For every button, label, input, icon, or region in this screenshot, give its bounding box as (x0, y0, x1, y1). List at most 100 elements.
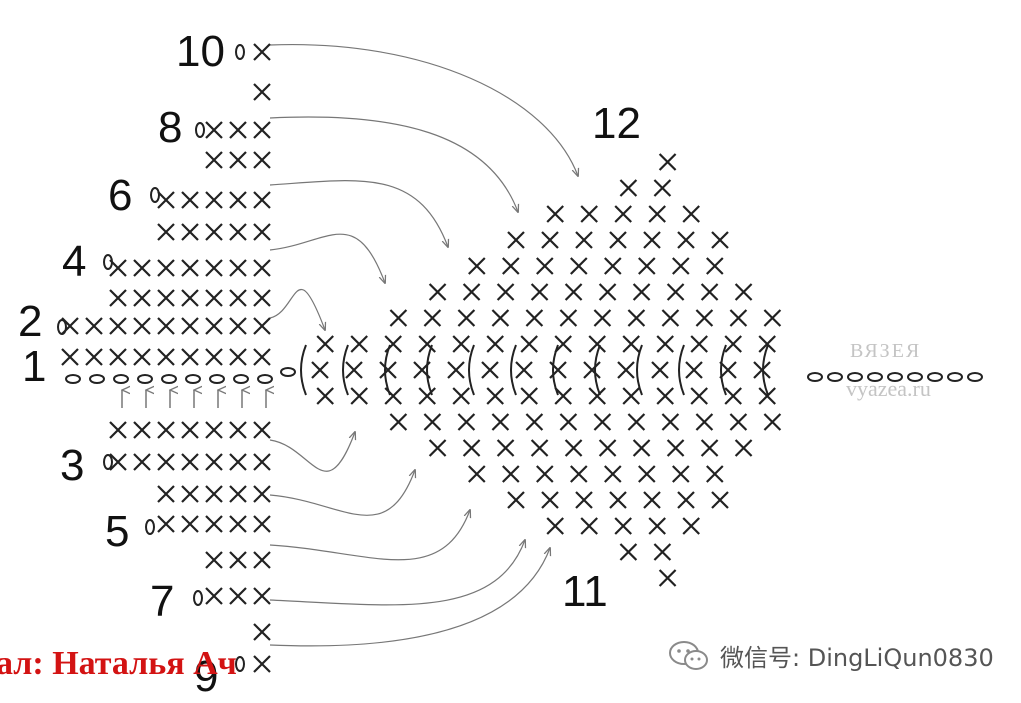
connection-arrow (269, 510, 470, 561)
single-crochet-symbol (507, 491, 525, 509)
single-crochet-symbol (763, 309, 782, 327)
row-number-3: 3 (60, 441, 85, 490)
single-crochet-symbol (690, 387, 708, 405)
single-crochet-symbol (181, 453, 199, 471)
single-crochet-symbol (311, 361, 329, 379)
single-crochet-symbol (541, 491, 559, 509)
single-crochet-symbol (133, 289, 151, 307)
wechat-badge: 微信号: DingLiQun0830 (668, 638, 994, 673)
single-crochet-symbol (157, 223, 175, 241)
single-crochet-symbol (520, 387, 538, 405)
single-crochet-symbol (181, 223, 199, 241)
single-crochet-symbol (462, 439, 481, 457)
single-crochet-symbol (157, 289, 175, 307)
single-crochet-symbol (502, 465, 520, 483)
single-crochet-symbol (181, 259, 199, 277)
single-crochet-symbol (622, 387, 640, 405)
bracket-symbol (678, 344, 685, 396)
single-crochet-symbol (525, 413, 544, 431)
connection-arrow (269, 470, 415, 516)
single-crochet-symbol (627, 413, 646, 431)
single-crochet-symbol (653, 543, 672, 561)
single-crochet-symbol (468, 257, 486, 275)
bracket-symbol (384, 344, 391, 396)
single-crochet-symbol (564, 283, 583, 301)
single-crochet-symbol (253, 421, 271, 439)
row-number-9: 9 (194, 652, 219, 701)
single-crochet-symbol (157, 191, 175, 209)
single-crochet-symbol (423, 309, 442, 327)
single-crochet-symbol (205, 191, 223, 209)
single-crochet-symbol (457, 309, 476, 327)
single-crochet-symbol (253, 223, 271, 241)
single-crochet-symbol (724, 335, 742, 353)
single-crochet-symbol (157, 348, 175, 366)
single-crochet-symbol (157, 421, 175, 439)
single-crochet-symbol (253, 485, 271, 503)
row-number-5: 5 (105, 507, 130, 556)
single-crochet-symbol (661, 413, 680, 431)
single-crochet-symbol (229, 551, 247, 569)
bracket-symbol (636, 344, 643, 396)
single-crochet-symbol (253, 151, 271, 169)
single-crochet-symbol (711, 491, 729, 509)
turning-chain-symbol (195, 122, 205, 138)
single-crochet-symbol (593, 413, 612, 431)
single-crochet-symbol (617, 361, 635, 379)
watermark-site-name: ВЯЗЕЯ (850, 340, 922, 362)
chain-stitch-symbol (65, 374, 81, 384)
row-number-2: 2 (18, 297, 43, 346)
single-crochet-symbol (205, 551, 223, 569)
single-crochet-symbol (462, 283, 481, 301)
single-crochet-symbol (205, 348, 223, 366)
single-crochet-symbol (133, 317, 151, 335)
single-crochet-symbol (609, 231, 627, 249)
single-crochet-symbol (632, 283, 651, 301)
chain-stitch-symbol (185, 374, 201, 384)
single-crochet-symbol (85, 317, 103, 335)
single-crochet-symbol (468, 465, 486, 483)
chain-stitch-symbol (887, 372, 903, 382)
single-crochet-symbol (181, 421, 199, 439)
single-crochet-symbol (389, 413, 408, 431)
single-crochet-symbol (530, 439, 549, 457)
single-crochet-symbol (632, 439, 651, 457)
single-crochet-symbol (253, 83, 271, 101)
single-crochet-symbol (648, 517, 666, 535)
single-crochet-symbol (253, 551, 271, 569)
single-crochet-symbol (700, 283, 719, 301)
single-crochet-symbol (229, 348, 247, 366)
single-crochet-symbol (502, 257, 520, 275)
single-crochet-symbol (682, 517, 700, 535)
bracket-symbol (510, 344, 517, 396)
single-crochet-symbol (609, 491, 627, 509)
single-crochet-symbol (622, 335, 640, 353)
turning-chain-symbol (193, 590, 203, 606)
single-crochet-symbol (486, 387, 504, 405)
single-crochet-symbol (525, 309, 544, 327)
single-crochet-symbol (695, 309, 714, 327)
single-crochet-symbol (627, 309, 646, 327)
single-crochet-symbol (345, 361, 363, 379)
single-crochet-symbol (536, 257, 554, 275)
single-crochet-symbol (181, 317, 199, 335)
bracket-symbol (762, 344, 769, 396)
chain-stitch-symbol (947, 372, 963, 382)
single-crochet-symbol (253, 623, 271, 641)
single-crochet-symbol (157, 453, 175, 471)
single-crochet-symbol (253, 587, 271, 605)
chain-stitch-symbol (113, 374, 129, 384)
single-crochet-symbol (205, 421, 223, 439)
bracket-symbol (426, 344, 433, 396)
single-crochet-symbol (690, 335, 708, 353)
single-crochet-symbol (643, 231, 661, 249)
single-crochet-symbol (656, 335, 674, 353)
single-crochet-symbol (546, 517, 564, 535)
single-crochet-symbol (350, 387, 368, 405)
chain-stitch-symbol (967, 372, 983, 382)
single-crochet-symbol (638, 257, 656, 275)
chain-stitch-symbol (257, 374, 273, 384)
single-crochet-symbol (643, 491, 661, 509)
single-crochet-symbol (229, 453, 247, 471)
single-crochet-symbol (588, 335, 606, 353)
